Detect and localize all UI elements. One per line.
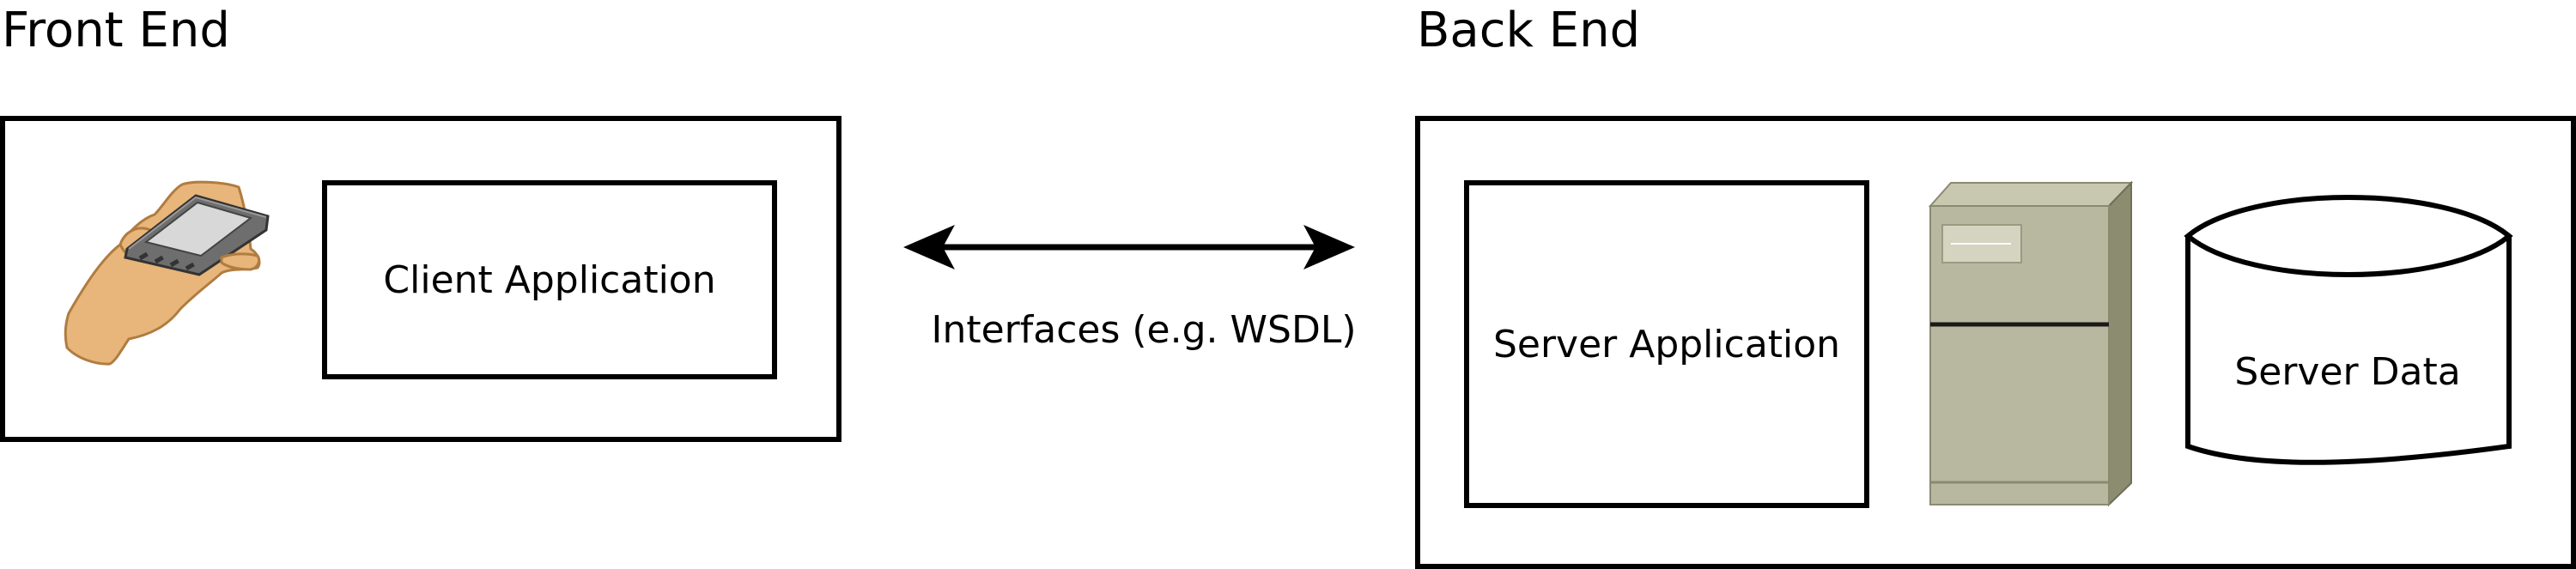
interfaces-label: Interfaces (e.g. WSDL) (931, 308, 1357, 352)
front-end-heading: Front End (2, 3, 230, 58)
server-application-label: Server Application (1492, 322, 1841, 366)
server-application-box: Server Application (1464, 180, 1869, 508)
bidirectional-arrow (903, 225, 1355, 269)
client-application-label: Client Application (383, 257, 716, 302)
server-tower-icon (1928, 180, 2134, 507)
back-end-heading: Back End (1417, 3, 1641, 58)
database-cylinder-icon (2184, 195, 2513, 465)
client-application-box: Client Application (322, 180, 777, 379)
server-data-label: Server Data (2234, 350, 2461, 394)
hand-holding-pda-icon (64, 180, 270, 366)
